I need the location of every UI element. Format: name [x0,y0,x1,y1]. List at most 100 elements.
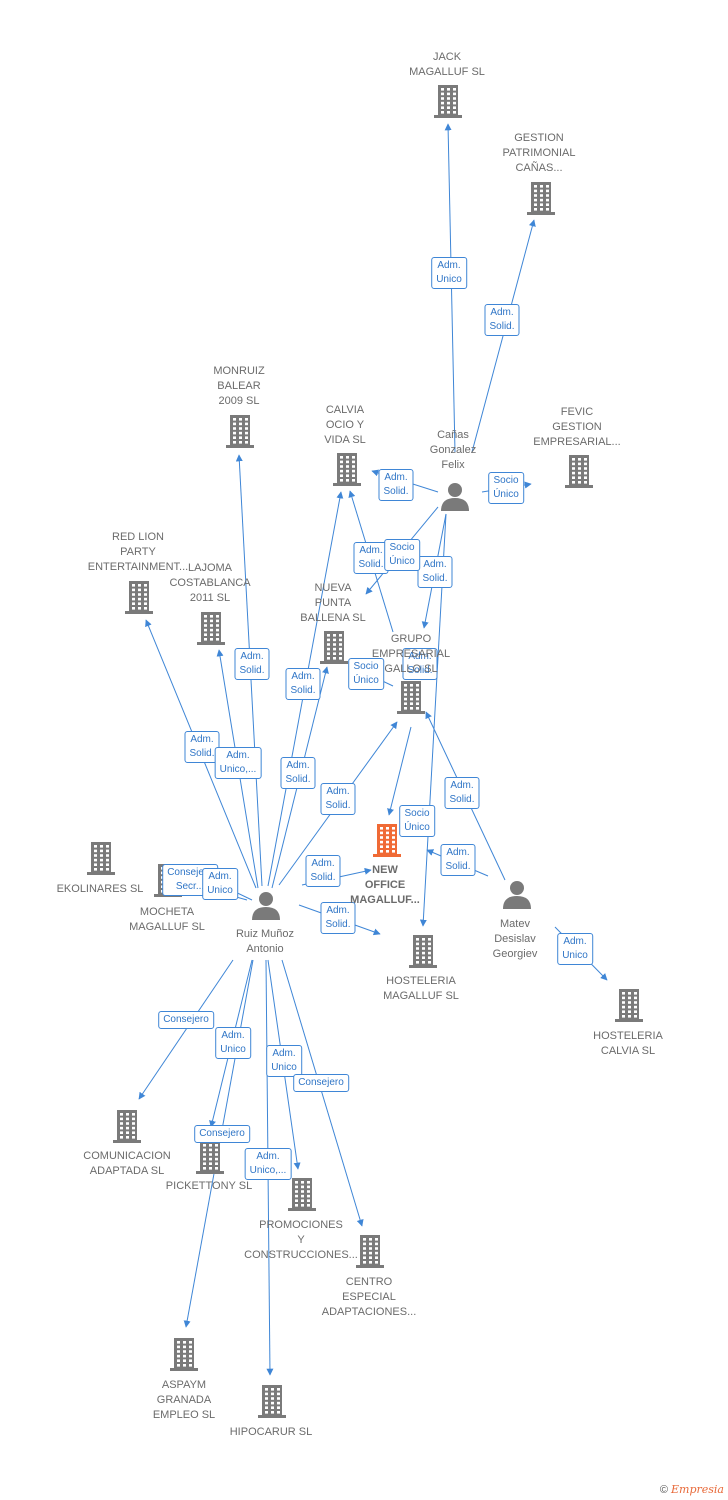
edge-label-line: Unico [220,1044,246,1055]
edge-grupo-newoffice [387,726,412,816]
building-icon[interactable] [288,1178,316,1211]
edge-label-ruiz-grupo[interactable]: Adm.Solid. [320,783,356,815]
edge-label-ruiz-aspaym[interactable]: Consejero [194,1125,250,1143]
building-icon[interactable] [615,989,643,1022]
building-icon[interactable] [373,824,401,857]
edge-label-ruiz-monruiz[interactable]: Adm.Solid. [234,648,270,680]
node-label-line: EMPRESARIAL... [533,436,621,448]
node-label-line: Desislav [494,933,536,945]
building-icon[interactable] [434,85,462,118]
node-label-line: VIDA SL [324,434,366,446]
edge-label-line: Adm. [272,1048,296,1059]
edge-label-ruiz-centro[interactable]: Consejero [293,1074,349,1092]
edge-label-matev-hosteleria_mag[interactable]: Adm.Solid. [440,844,476,876]
building-icon[interactable] [333,453,361,486]
node-label-line: PICKETTONY SL [165,1180,253,1192]
edge-label-line: Solid. [239,665,265,676]
edge-label-ruiz-promociones[interactable]: Adm.Unico [266,1045,302,1077]
building-icon[interactable] [258,1385,286,1418]
building-icon[interactable] [197,612,225,645]
node-label-line: FEVIC [560,406,594,418]
node-label-line: BALEAR [217,380,261,392]
edge-label-ruiz-nueva[interactable]: Adm.Solid. [280,757,316,789]
node-label-line: Antonio [246,943,284,955]
building-icon[interactable] [527,182,555,215]
node-label-fevic[interactable]: FEVIC GESTION EMPRESARIAL... [533,405,620,450]
node-label-line: Cañas [437,429,469,441]
edge-label-line: Adm. [221,1030,245,1041]
edge-label-canas-calvia_ocio[interactable]: Adm.Solid. [378,469,414,501]
person-icon[interactable] [503,881,531,909]
edge-label-canas-grupo[interactable]: Adm.Solid. [417,556,453,588]
node-label-hipocarur[interactable]: HIPOCARUR SL [230,1425,313,1440]
person-icon[interactable] [441,483,469,511]
building-icon[interactable] [409,935,437,968]
footer-brand[interactable]: ©Empresia [660,1483,724,1496]
edge-label-ruiz-ekolinares[interactable]: Adm.Unico [202,868,238,900]
building-icon[interactable] [320,631,348,664]
edge-label-ruiz-calvia_ocio[interactable]: Adm.Solid. [285,668,321,700]
edge-label-ruiz-hipocarur[interactable]: Adm.Unico,... [244,1148,292,1180]
node-label-line: GESTION [552,421,602,433]
edge-label-canas-gestion[interactable]: Adm.Solid. [484,304,520,336]
edge-label-line: Unico,... [219,764,257,775]
node-label-line: PUNTA [314,597,352,609]
building-icon[interactable] [113,1110,141,1143]
node-label-line: Gonzalez [429,444,477,456]
building-icon[interactable] [226,415,254,448]
edge-label-canas-nueva[interactable]: Adm.Solid. [353,542,389,574]
node-label-line: HOSTELERIA [386,975,456,987]
edge-label-ruiz-comunicacion[interactable]: Consejero [158,1011,214,1029]
node-label-line: COMUNICACION [83,1150,171,1162]
edge-label-line: Solid. [358,559,384,570]
edge-label-line: Unico [562,950,588,961]
edge-label-ruiz-newoffice[interactable]: Adm.Solid. [305,855,341,887]
edge-label-canas-hosteleria_mag[interactable]: Adm.Solid. [402,648,438,680]
node-label-pickettony[interactable]: PICKETTONY SL [166,1179,252,1194]
edge-label-canas-jack[interactable]: Adm.Unico [431,257,467,289]
building-icon[interactable] [125,581,153,614]
edge-label-line: Solid. [325,919,351,930]
edge-label-ruiz-lajoma[interactable]: Adm.Unico,... [214,747,262,779]
edge-label-line: Único [389,556,415,567]
edge-label-ruiz-hosteleria_mag[interactable]: Adm.Solid. [320,902,356,934]
edge-label-line: Solid. [383,486,409,497]
node-label-ekolinares[interactable]: EKOLINARES SL [57,882,144,897]
edge-label-line: Adm. [437,260,461,271]
building-icon[interactable] [397,681,425,714]
building-icon[interactable] [87,842,115,875]
building-icon[interactable] [196,1141,224,1174]
building-icon[interactable] [356,1235,384,1268]
person-icon[interactable] [252,892,280,920]
node-label-line: BALLENA SL [300,612,366,624]
edge-label-matev-grupo[interactable]: Adm.Solid. [444,777,480,809]
building-icon[interactable] [170,1338,198,1371]
node-label-line: COSTABLANCA [169,577,251,589]
edge-label-matev-hosteleria_cal[interactable]: Adm.Unico [557,933,593,965]
building-icon[interactable] [565,455,593,488]
edge-label-ruiz-pickettony[interactable]: Adm. Unico [215,1027,251,1059]
